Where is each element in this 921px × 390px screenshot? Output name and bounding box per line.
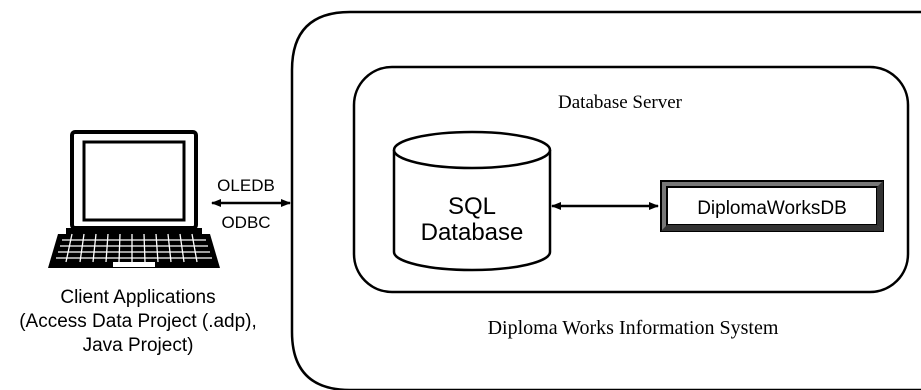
laptop-icon — [48, 130, 220, 268]
database-server-box — [352, 65, 910, 294]
information-system-boundary — [290, 10, 921, 390]
diplomaworksdb-box — [660, 180, 884, 232]
protocol-oledb-label: OLEDB — [217, 176, 275, 195]
information-system-title: Diploma Works Information System — [488, 317, 779, 339]
protocol-odbc-label: ODBC — [221, 213, 270, 232]
diplomaworksdb-label: DiplomaWorksDB — [697, 198, 847, 219]
database-label-line-2: Database — [421, 219, 524, 246]
database-server-title: Database Server — [558, 92, 683, 113]
database-label-line-1: SQL — [448, 193, 496, 220]
client-caption-line-3: Java Project) — [83, 335, 194, 356]
database-cylinder-icon — [392, 130, 552, 272]
keyboard-icon — [56, 233, 212, 263]
client-caption-line-1: Client Applications — [60, 287, 215, 308]
client-caption-line-2: (Access Data Project (.adp), — [19, 311, 257, 332]
